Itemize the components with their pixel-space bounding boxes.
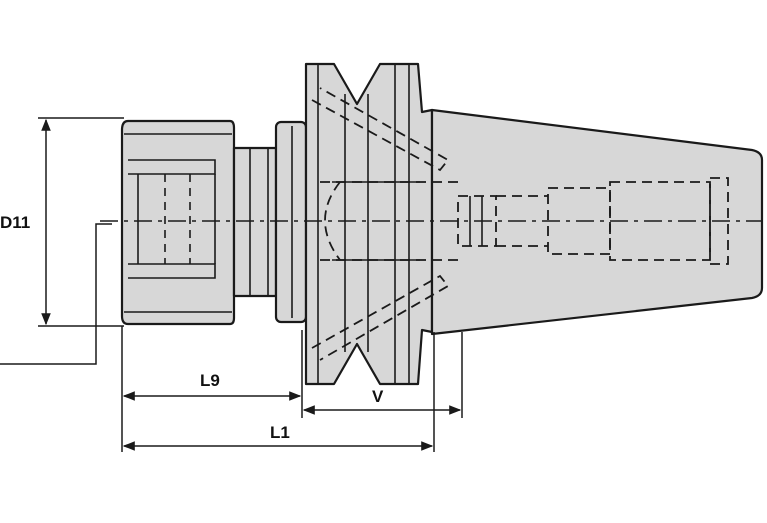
l1-label: L1: [270, 423, 290, 442]
neck: [232, 146, 278, 298]
neck-details: [249, 126, 293, 318]
flange-groove-lines: [317, 64, 410, 384]
shoulder: [274, 120, 308, 324]
flange: [304, 62, 434, 386]
l9-label: L9: [200, 371, 220, 390]
leader-line: [0, 223, 112, 365]
dimensions: [0, 117, 463, 452]
d11-label: D11: [0, 213, 30, 232]
taper: [430, 108, 764, 336]
drive-slots-hidden: [311, 87, 450, 361]
v-label: V: [372, 387, 384, 406]
collet-nut-ribs: [124, 133, 232, 313]
toolholder-body: [120, 62, 764, 386]
collet-nut: [120, 119, 236, 326]
